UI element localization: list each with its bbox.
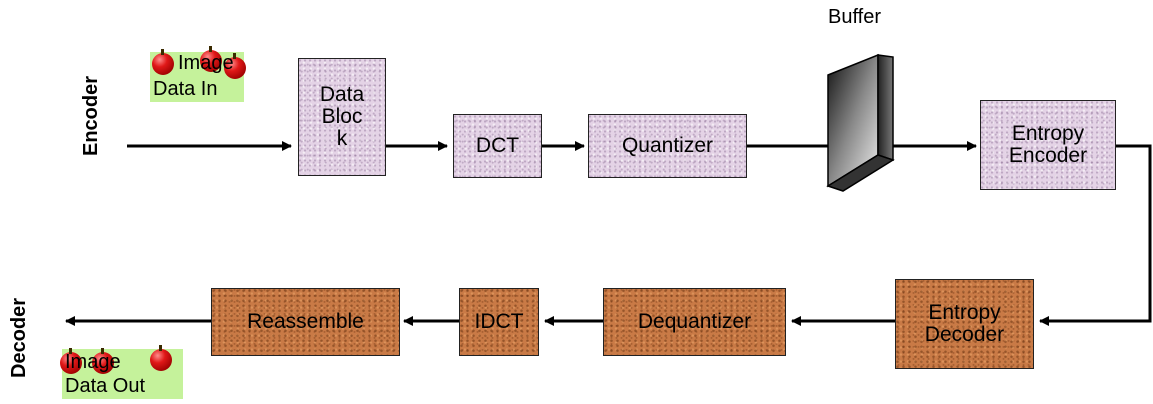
quantizer-block: Quantizer — [588, 114, 747, 178]
apple-icon — [150, 345, 172, 371]
reassemble-block: Reassemble — [211, 288, 400, 356]
arrow-encoder-to-decoder-loop — [1039, 144, 1152, 326]
apple-icon — [152, 49, 174, 75]
dct-block: DCT — [453, 114, 542, 178]
image-data-in-line2: Data In — [153, 78, 218, 100]
quantizer-label: Quantizer — [621, 134, 714, 157]
entropy-decoder-line1: Entropy — [928, 301, 1001, 324]
encoder-label: Encoder — [80, 75, 102, 156]
decoder-label: Decoder — [8, 297, 30, 378]
apple-icon — [92, 348, 114, 374]
idct-block: IDCT — [459, 288, 539, 356]
entropy-encoder-line2: Encoder — [1008, 144, 1088, 167]
image-data-out-line2: Data Out — [65, 375, 146, 397]
reassemble-label: Reassemble — [247, 310, 364, 333]
entropy-decoder-line2: Decoder — [924, 323, 1005, 346]
dct-label: DCT — [475, 134, 520, 157]
data-block-line2: Bloc — [321, 105, 363, 128]
buffer-label: Buffer — [828, 6, 881, 28]
idct-label: IDCT — [474, 310, 524, 333]
apple-icon — [224, 53, 246, 79]
image-data-out-line1: Image — [65, 351, 121, 373]
entropy-decoder-block: Entropy Decoder — [895, 279, 1034, 369]
apple-icon — [200, 46, 222, 72]
dequantizer-label: Dequantizer — [637, 310, 752, 333]
data-block: Data Bloc k — [298, 58, 386, 176]
data-block-line3: k — [336, 127, 348, 150]
data-block-line1: Data — [319, 83, 365, 106]
entropy-encoder-line1: Entropy — [1011, 122, 1085, 145]
image-data-in: Image Data In — [150, 46, 248, 102]
image-data-in-line1: Image — [178, 52, 234, 74]
buffer-shape — [826, 53, 895, 192]
entropy-encoder-block: Entropy Encoder — [980, 100, 1116, 190]
image-data-out: Image Data Out — [60, 345, 187, 401]
dequantizer-block: Dequantizer — [603, 288, 786, 356]
apple-icon — [60, 348, 82, 374]
